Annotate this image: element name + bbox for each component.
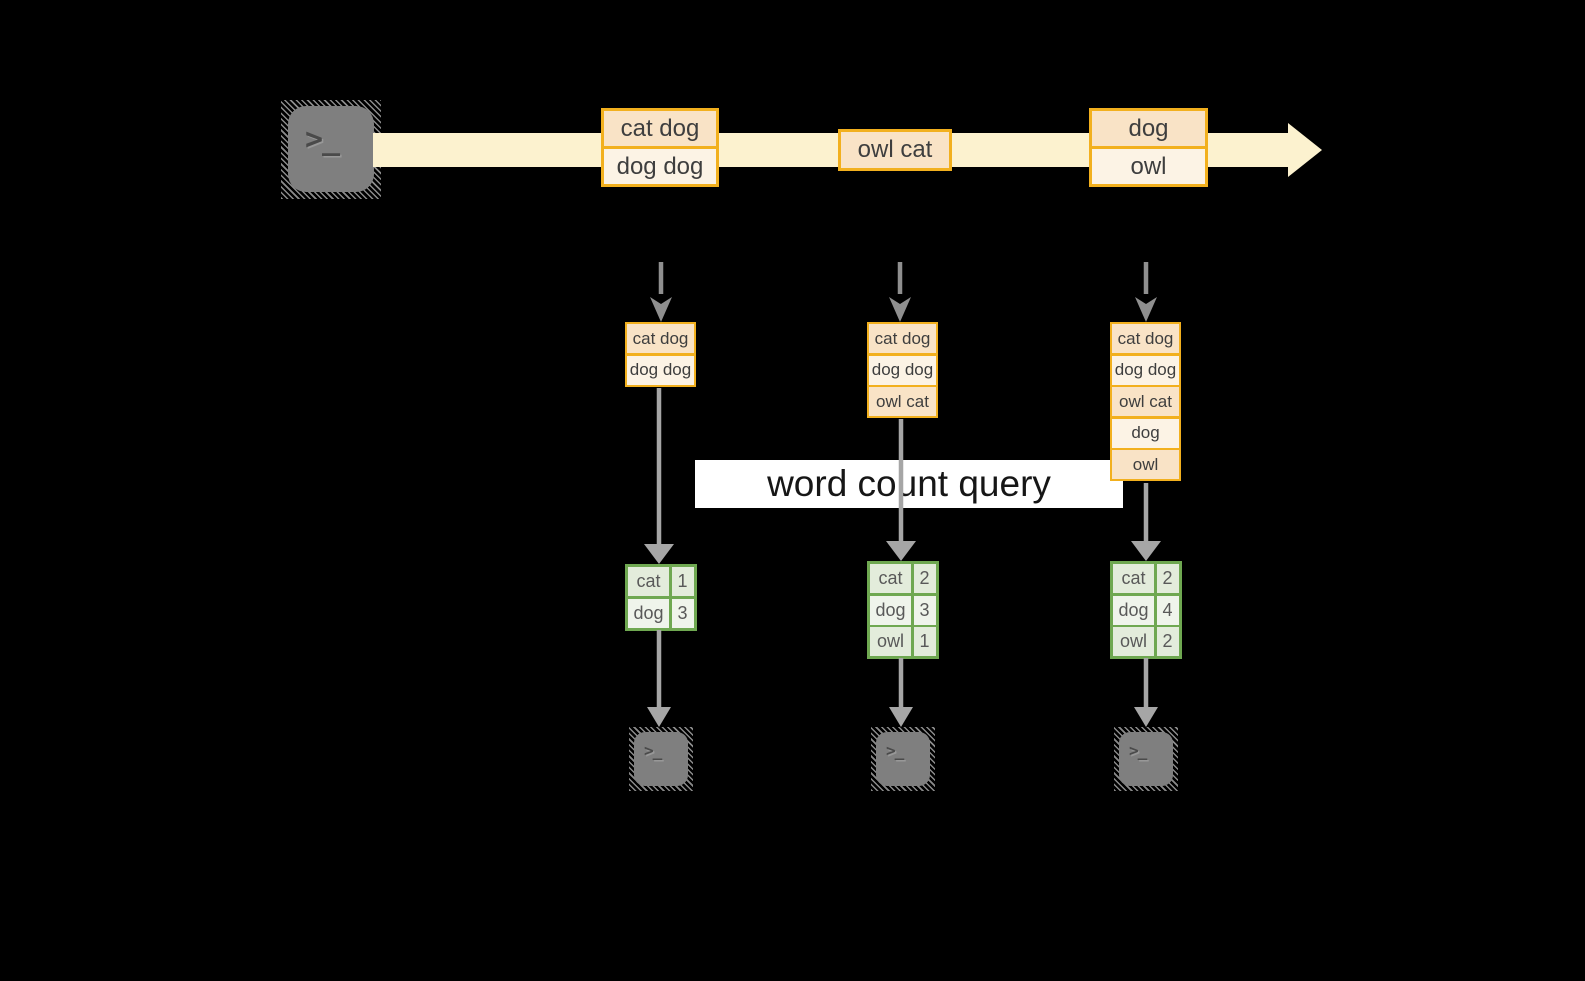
terminal-icon: >_	[634, 732, 688, 786]
buffer-line: cat dog	[1112, 324, 1179, 353]
event-line: dog	[1092, 111, 1205, 146]
stream-event-1: cat dog dog dog	[601, 108, 719, 187]
consumer-terminal-2: >_	[871, 727, 935, 791]
count-cell: 3	[913, 595, 936, 625]
prompt-glyph: >_	[886, 741, 904, 760]
event-line: dog dog	[604, 149, 716, 184]
word-cell: dog	[628, 598, 669, 628]
count-cell: 1	[671, 567, 694, 596]
consumer-terminal-1: >_	[629, 727, 693, 791]
count-row: cat 2	[1113, 564, 1179, 593]
count-cell: 2	[1156, 627, 1179, 656]
count-cell: 3	[671, 598, 694, 628]
count-row: cat 2	[870, 564, 936, 593]
event-buffer-3: cat dog dog dog owl cat dog owl	[1110, 322, 1181, 481]
stream-to-buffer-arrow-2	[889, 262, 911, 322]
stream-to-buffer-arrow-3	[1135, 262, 1157, 322]
count-cell: 1	[913, 627, 936, 656]
producer-terminal: >_	[281, 100, 381, 199]
consumer-terminal-3: >_	[1114, 727, 1178, 791]
table-to-consumer-arrow-1	[647, 630, 671, 727]
word-cell: dog	[1113, 595, 1154, 625]
count-table-3: cat 2 dog 4 owl 2	[1110, 561, 1182, 659]
buffer-line: cat dog	[869, 324, 936, 353]
event-line: cat dog	[604, 111, 716, 146]
buffer-to-table-arrow-1	[644, 388, 674, 564]
event-buffer-1: cat dog dog dog	[625, 322, 696, 387]
buffer-line: dog dog	[1112, 355, 1179, 385]
prompt-glyph: >_	[1129, 741, 1147, 760]
buffer-to-table-arrow-3	[1131, 483, 1161, 561]
table-to-consumer-arrow-3	[1134, 658, 1158, 727]
count-row: dog 3	[870, 595, 936, 625]
event-line: owl	[1092, 149, 1205, 184]
count-cell: 2	[1156, 564, 1179, 593]
word-cell: cat	[870, 564, 911, 593]
count-cell: 4	[1156, 595, 1179, 625]
count-row: dog 3	[628, 598, 694, 628]
buffer-line: owl	[1112, 450, 1179, 479]
buffer-line: cat dog	[627, 324, 694, 353]
buffer-line: owl cat	[869, 387, 936, 416]
terminal-icon: >_	[876, 732, 930, 786]
prompt-glyph: >_	[644, 741, 662, 760]
count-table-1: cat 1 dog 3	[625, 564, 697, 631]
buffer-line: dog dog	[627, 355, 694, 385]
query-label: word count query	[767, 463, 1051, 504]
count-table-2: cat 2 dog 3 owl 1	[867, 561, 939, 659]
event-line: owl cat	[841, 132, 949, 168]
table-to-consumer-arrow-2	[889, 658, 913, 727]
count-row: owl 2	[1113, 627, 1179, 656]
word-cell: cat	[1113, 564, 1154, 593]
count-row: dog 4	[1113, 595, 1179, 625]
stream-event-3: dog owl	[1089, 108, 1208, 187]
buffer-line: owl cat	[1112, 387, 1179, 416]
count-cell: 2	[913, 564, 936, 593]
event-buffer-2: cat dog dog dog owl cat	[867, 322, 938, 418]
count-row: owl 1	[870, 627, 936, 656]
terminal-icon: >_	[1119, 732, 1173, 786]
buffer-line: dog dog	[869, 355, 936, 385]
stream-arrow-head	[1288, 123, 1322, 177]
word-cell: owl	[870, 627, 911, 656]
word-cell: dog	[870, 595, 911, 625]
stream-to-buffer-arrow-1	[650, 262, 672, 322]
prompt-glyph: >_	[305, 122, 340, 157]
word-cell: cat	[628, 567, 669, 596]
word-cell: owl	[1113, 627, 1154, 656]
terminal-icon: >_	[288, 106, 374, 192]
stream-event-2: owl cat	[838, 129, 952, 171]
buffer-line: dog	[1112, 418, 1179, 448]
query-label-band: word count query	[695, 460, 1123, 508]
count-row: cat 1	[628, 567, 694, 596]
